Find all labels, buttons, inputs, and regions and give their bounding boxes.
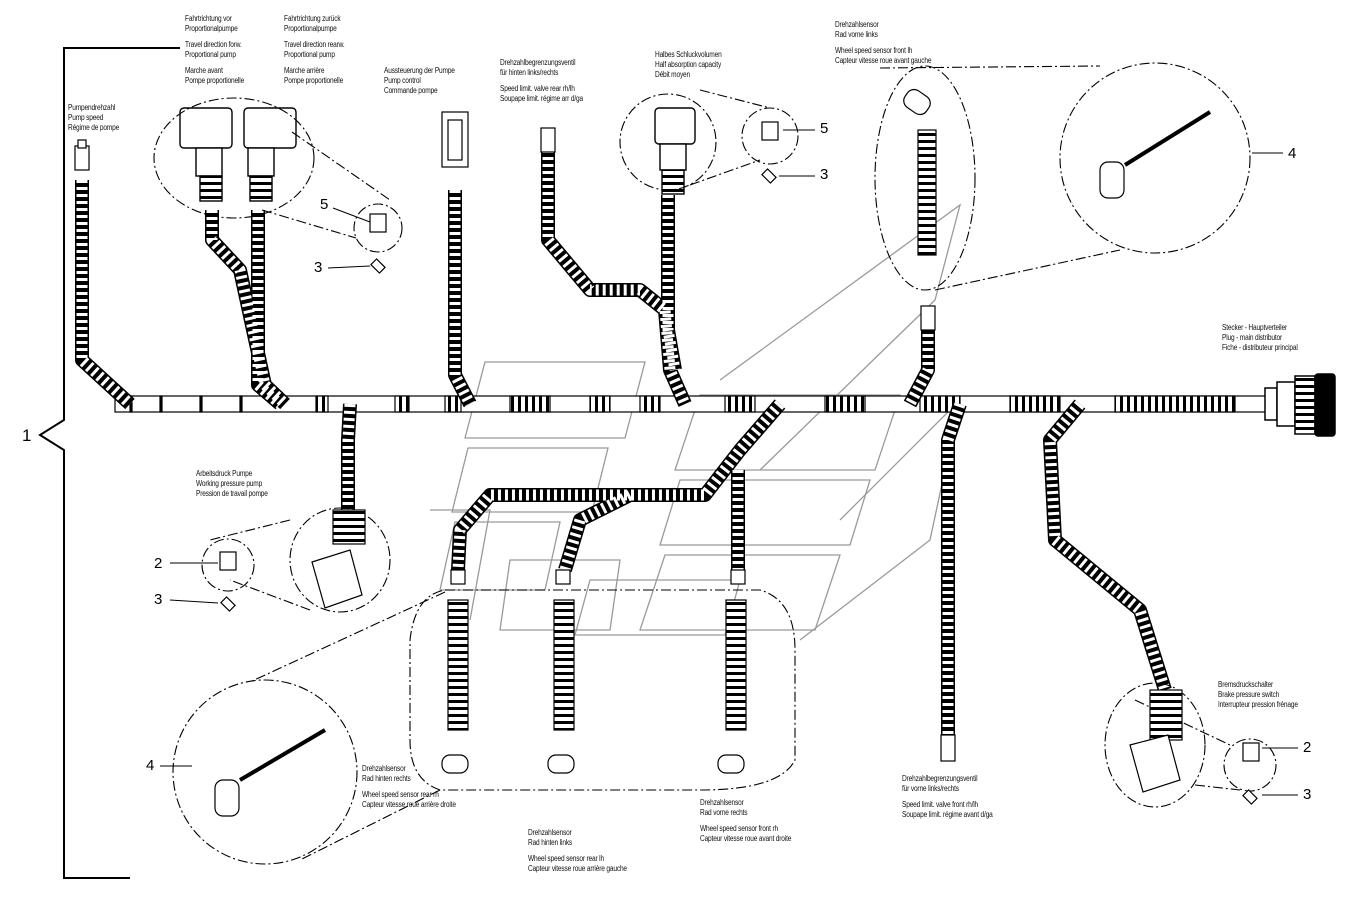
callout-2-right: 2 <box>1303 739 1312 756</box>
callout-4-left: 4 <box>146 757 155 774</box>
assembly-bracket <box>38 47 180 879</box>
callout-2-left: 2 <box>154 555 163 572</box>
callout-3-top-right: 3 <box>820 166 829 183</box>
main-trunk-cable <box>114 395 1271 413</box>
callout-5-left: 5 <box>320 196 329 213</box>
watermark-logo <box>430 203 962 641</box>
callout-leaders <box>160 129 1298 796</box>
callout-4-right: 4 <box>1288 145 1297 162</box>
end-connectors <box>74 111 956 762</box>
main-distributor-connector <box>1264 373 1336 437</box>
callout-3-mid-left: 3 <box>154 591 163 608</box>
detail-parts <box>214 88 1260 817</box>
proportional-pump-plugs <box>179 107 696 202</box>
callout-1: 1 <box>22 426 32 445</box>
branch-cables <box>75 150 1172 740</box>
callout-3-bottom-right: 3 <box>1303 786 1312 803</box>
branch-cable-bands <box>76 150 1171 740</box>
callout-5-right: 5 <box>820 120 829 137</box>
callout-3-left: 3 <box>314 259 323 276</box>
